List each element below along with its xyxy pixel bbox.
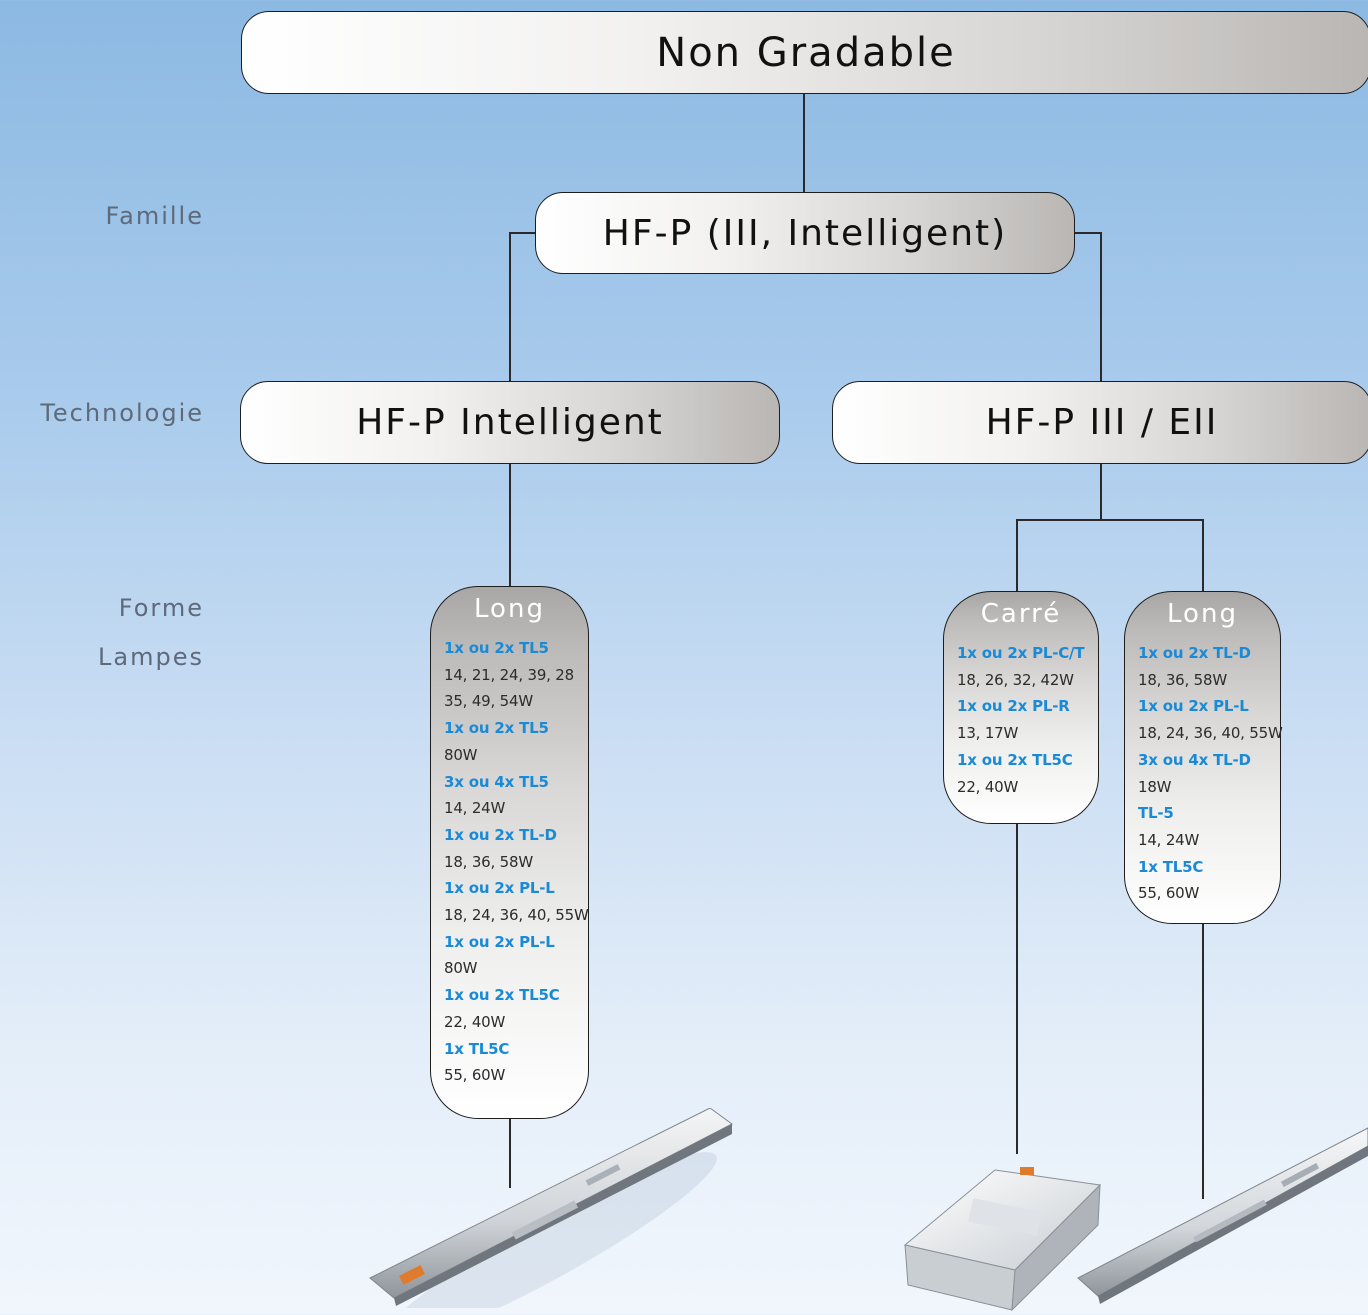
lamp-wattage: 18, 36, 58W xyxy=(444,852,533,871)
form-card-long-intelligent: Long 1x ou 2x TL5 14, 21, 24, 39, 28 35, 4… xyxy=(430,586,589,1119)
connector-tech2-down xyxy=(1100,464,1102,520)
long-ballast-image xyxy=(369,1108,733,1308)
lamp-wattage: 22, 40W xyxy=(957,777,1019,796)
lamp-type: 1x ou 2x TL5 xyxy=(444,719,549,738)
form-card-long-iii: Long 1x ou 2x TL-D 18, 36, 58W 1x ou 2x PL… xyxy=(1124,591,1283,924)
lamp-type: 1x ou 2x TL5 xyxy=(444,639,549,657)
lamp-type: 1x ou 2x PL-L xyxy=(444,879,555,898)
square-ballast-image xyxy=(903,1167,1102,1312)
connector-tech2-split xyxy=(1016,519,1203,521)
technology-node-iii-eii: HF-P III / EII xyxy=(832,381,1368,464)
lamp-list: 1x ou 2x PL-C/T 18, 26, 32, 42W 1x ou 2x P… xyxy=(957,640,1098,800)
root-node-label: Non Gradable xyxy=(656,29,956,76)
connector-famille-left-h xyxy=(509,232,536,234)
lamp-type: 3x ou 4x TL5 xyxy=(444,772,549,791)
technology-node-label: HF-P III / EII xyxy=(985,402,1219,443)
lamp-wattage: 80W xyxy=(444,959,478,978)
form-card-title: Long xyxy=(474,594,545,624)
lamp-type: 1x ou 2x PL-R xyxy=(957,697,1070,716)
connector-split-carre xyxy=(1016,519,1018,592)
connector-form2-product xyxy=(1016,824,1018,1154)
lamp-wattage: 18, 24, 36, 40, 55W xyxy=(444,906,589,925)
connector-famille-right-v xyxy=(1100,232,1102,381)
famille-node-label: HF-P (III, Intelligent) xyxy=(602,212,1008,254)
connector-split-long xyxy=(1202,519,1204,592)
root-node: Non Gradable xyxy=(241,11,1368,94)
long-ballast-image xyxy=(1077,1127,1368,1304)
technology-node-label: HF-P Intelligent xyxy=(356,402,664,443)
connector-tech1-form xyxy=(509,464,511,588)
form-card-title: Long xyxy=(1167,599,1238,629)
row-label-famille: Famille xyxy=(105,202,204,230)
row-label-forme: Forme xyxy=(118,594,204,622)
lamp-type: 1x ou 2x TL-D xyxy=(1138,644,1251,662)
lamp-type: 1x ou 2x PL-L xyxy=(1138,697,1249,716)
lamp-wattage: 22, 40W xyxy=(444,1012,506,1031)
lamp-type: 1x ou 2x TL5C xyxy=(444,986,560,1005)
lamp-type: 1x ou 2x TL-D xyxy=(444,825,557,844)
lamp-wattage: 18W xyxy=(1138,777,1172,796)
lamp-wattage: 14, 21, 24, 39, 28 xyxy=(444,665,574,684)
connector-form1-product xyxy=(509,1118,511,1188)
lamp-wattage: 18, 36, 58W xyxy=(1138,670,1227,689)
connector-root-famille xyxy=(803,94,805,192)
lamp-type: TL-5 xyxy=(1138,804,1174,823)
technology-node-intelligent: HF-P Intelligent xyxy=(240,381,780,464)
form-card-title: Carré xyxy=(980,599,1062,629)
lamp-wattage: 35, 49, 54W xyxy=(444,692,533,711)
connector-famille-right-h xyxy=(1074,232,1101,234)
connector-form3-product xyxy=(1202,924,1204,1199)
lamp-type: 3x ou 4x TL-D xyxy=(1138,750,1251,769)
connector-famille-left-v xyxy=(509,232,511,381)
lamp-wattage: 80W xyxy=(444,745,478,764)
lamp-wattage: 55, 60W xyxy=(1138,884,1200,903)
row-label-lampes: Lampes xyxy=(98,643,204,671)
lamp-wattage: 13, 17W xyxy=(957,724,1019,743)
famille-node: HF-P (III, Intelligent) xyxy=(535,192,1075,274)
lamp-wattage: 14, 24W xyxy=(1138,830,1200,849)
lamp-wattage: 14, 24W xyxy=(444,799,506,818)
lamp-wattage: 55, 60W xyxy=(444,1066,506,1085)
lamp-type: 1x TL5C xyxy=(1138,857,1204,876)
row-label-technologie: Technologie xyxy=(40,399,204,427)
lamp-type: 1x ou 2x PL-L xyxy=(444,932,555,951)
lamp-list: 1x ou 2x TL5 14, 21, 24, 39, 28 35, 49, 54… xyxy=(444,635,589,1089)
lamp-type: 1x ou 2x PL-C/T xyxy=(957,644,1085,662)
lamp-list: 1x ou 2x TL-D 18, 36, 58W 1x ou 2x PL-L 18,… xyxy=(1138,640,1283,907)
lamp-type: 1x TL5C xyxy=(444,1039,510,1058)
lamp-wattage: 18, 24, 36, 40, 55W xyxy=(1138,724,1283,743)
lamp-type: 1x ou 2x TL5C xyxy=(957,750,1073,769)
lamp-wattage: 18, 26, 32, 42W xyxy=(957,670,1074,689)
